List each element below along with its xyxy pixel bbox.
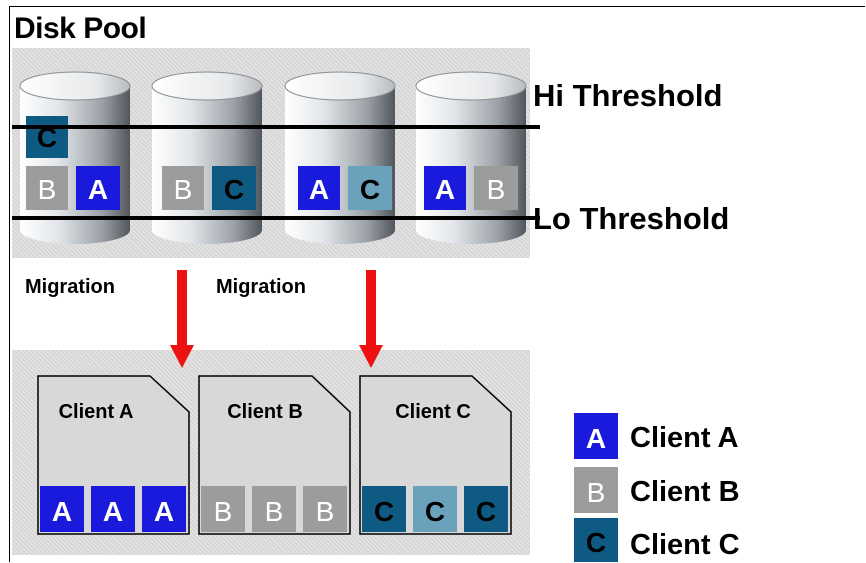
svg-text:B: B bbox=[316, 496, 335, 527]
disk-1-block-c: C bbox=[26, 116, 68, 158]
svg-text:A: A bbox=[154, 496, 174, 527]
disk-2-block-b: B bbox=[162, 166, 204, 210]
tape-b-label: Client B bbox=[227, 401, 303, 423]
legend-label-a: Client A bbox=[630, 422, 739, 454]
svg-text:A: A bbox=[586, 423, 606, 454]
disk-4-block-b: B bbox=[474, 166, 518, 210]
hi-threshold-label: Hi Threshold bbox=[533, 78, 723, 113]
tape-b-block-1: B bbox=[201, 486, 245, 532]
tape-c-block-3: C bbox=[464, 486, 508, 532]
tape-c-block-2: C bbox=[413, 486, 457, 532]
legend-swatch-b: B bbox=[574, 467, 618, 513]
tape-a-block-1: A bbox=[40, 486, 84, 532]
legend-swatch-c: C bbox=[574, 518, 618, 562]
legend-label-c: Client C bbox=[630, 529, 740, 561]
migration-arrow-1 bbox=[170, 270, 194, 368]
block-letter: C bbox=[37, 122, 57, 153]
svg-text:A: A bbox=[103, 496, 123, 527]
block-letter: A bbox=[88, 174, 108, 205]
svg-text:C: C bbox=[476, 496, 496, 527]
svg-text:B: B bbox=[587, 477, 606, 508]
block-letter: A bbox=[309, 174, 329, 205]
disk-4-block-a: A bbox=[424, 166, 466, 210]
block-letter: B bbox=[487, 174, 506, 205]
svg-text:C: C bbox=[425, 496, 445, 527]
svg-text:B: B bbox=[214, 496, 233, 527]
svg-text:B: B bbox=[265, 496, 284, 527]
svg-text:C: C bbox=[586, 527, 606, 558]
migration-arrow-2 bbox=[359, 270, 383, 368]
tape-b-block-3: B bbox=[303, 486, 347, 532]
block-letter: B bbox=[38, 174, 57, 205]
lo-threshold-label: Lo Threshold bbox=[533, 201, 730, 236]
disk-pool-title: Disk Pool bbox=[14, 12, 147, 45]
block-letter: A bbox=[435, 174, 455, 205]
disk-3-block-a: A bbox=[298, 166, 340, 210]
disk-3-block-c: C bbox=[348, 166, 392, 210]
disk-2-block-c: C bbox=[212, 166, 256, 210]
legend-label-b: Client B bbox=[630, 476, 740, 508]
tape-c-block-1: C bbox=[362, 486, 406, 532]
legend-swatch-a: A bbox=[574, 413, 618, 459]
tape-a-label: Client A bbox=[59, 401, 134, 423]
disk-1-block-a: A bbox=[76, 166, 120, 210]
block-letter: C bbox=[224, 174, 244, 205]
tape-b-block-2: B bbox=[252, 486, 296, 532]
svg-text:C: C bbox=[374, 496, 394, 527]
disk-1-block-b: B bbox=[26, 166, 68, 210]
svg-text:A: A bbox=[52, 496, 72, 527]
migration-label-2: Migration bbox=[216, 276, 306, 298]
figure-frame bbox=[9, 6, 865, 562]
block-letter: B bbox=[174, 174, 193, 205]
tape-a-block-2: A bbox=[91, 486, 135, 532]
tape-c-label: Client C bbox=[395, 401, 471, 423]
migration-label-1: Migration bbox=[25, 276, 115, 298]
tape-a-block-3: A bbox=[142, 486, 186, 532]
block-letter: C bbox=[360, 174, 380, 205]
